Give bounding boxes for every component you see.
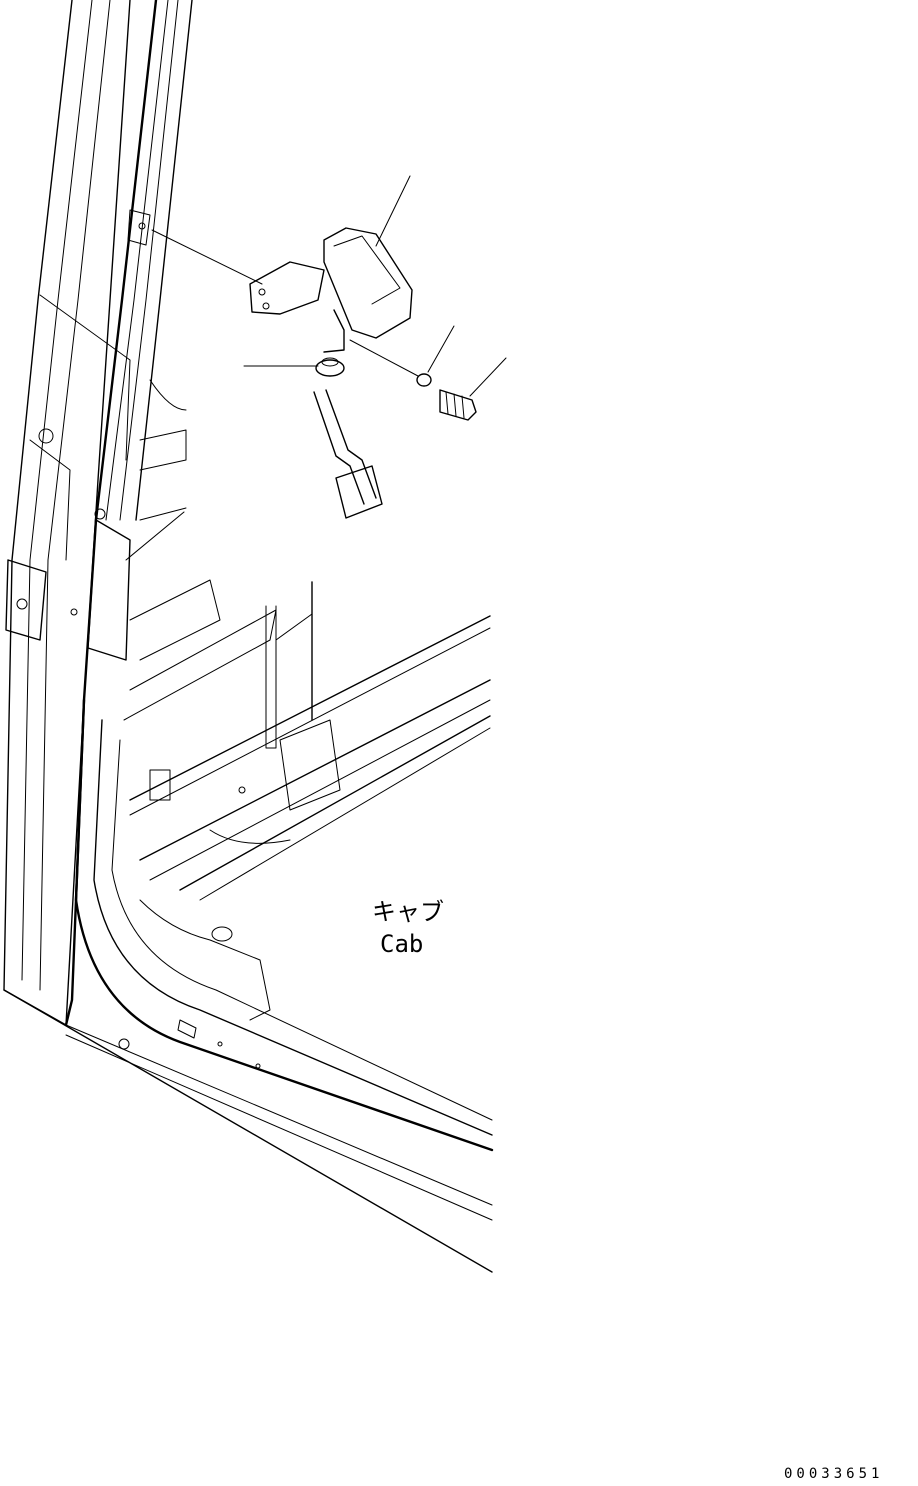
mounting-bracket bbox=[249, 261, 325, 315]
washer bbox=[416, 373, 432, 387]
leader-lines bbox=[125, 175, 507, 561]
document-number: 00033651 bbox=[784, 1466, 883, 1482]
cab-inner-panels bbox=[123, 379, 313, 1021]
leader-line-lamp bbox=[375, 175, 411, 247]
leader-line-bolt bbox=[469, 357, 507, 397]
lamp-assembly bbox=[249, 227, 477, 519]
cab-pillar bbox=[3, 0, 193, 1027]
cab-floor-frame bbox=[3, 698, 494, 1273]
bolt bbox=[439, 389, 477, 421]
cab-label-en: Cab bbox=[380, 930, 423, 958]
connector bbox=[335, 465, 383, 519]
cab-label-jp: キャブ bbox=[372, 898, 444, 926]
leader-line-bracket bbox=[151, 229, 263, 285]
grommet bbox=[315, 359, 345, 377]
cab-cross-beam bbox=[129, 615, 491, 901]
lamp-housing bbox=[323, 227, 413, 339]
leader-line-washer bbox=[427, 325, 455, 373]
